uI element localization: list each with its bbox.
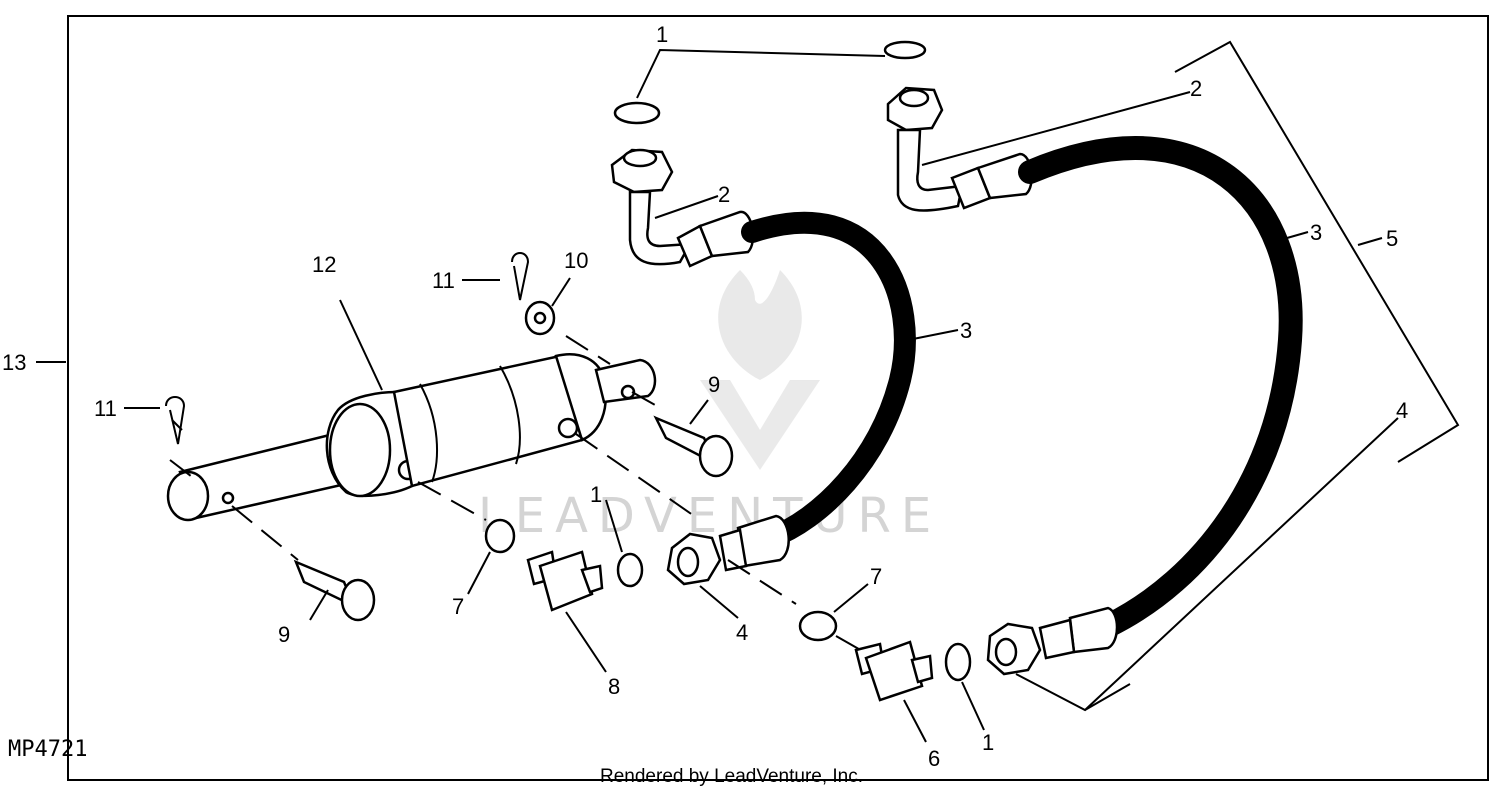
callout-3-right: 3 — [1310, 220, 1322, 245]
leader-9-lower — [309, 589, 329, 621]
callout-1-lower: 1 — [982, 730, 994, 755]
callout-1-middle: 1 — [590, 482, 602, 507]
leader-3-right — [1279, 231, 1309, 241]
diagram-frame — [67, 15, 1489, 781]
leader-1-lower — [961, 681, 985, 731]
o-ring-1-lower — [944, 642, 972, 682]
callout-8: 8 — [608, 674, 620, 699]
swivel-nut-4-left — [666, 532, 722, 586]
leader-8 — [565, 611, 607, 673]
dash-clip-11-lower — [169, 459, 197, 481]
credit-line: Rendered by LeadVenture, Inc. — [600, 766, 863, 787]
hair-pin-clip-11-upper — [511, 252, 530, 301]
washer-10-hole — [533, 311, 547, 325]
hose-end-fitting-right — [1038, 606, 1119, 660]
callout-3-left: 3 — [960, 318, 972, 343]
o-ring-7-right — [798, 610, 838, 642]
watermark-text: LEADVENTURE — [478, 488, 941, 544]
leader-2-left — [654, 195, 719, 219]
figure-id: MP4721 — [8, 737, 87, 762]
leader-4-left — [699, 585, 739, 619]
leader-1-middle — [605, 499, 623, 553]
hose-3-left — [741, 211, 916, 549]
callout-11-lower: 11 — [94, 396, 117, 421]
callout-13: 13 — [2, 350, 26, 375]
callout-4-left: 4 — [736, 620, 748, 645]
dash-port-right — [575, 433, 701, 521]
callout-10: 10 — [564, 248, 588, 273]
hose-3-right — [1018, 136, 1303, 637]
leader-9-upper — [689, 399, 709, 425]
hair-pin-clip-11-lower — [165, 396, 186, 445]
pin-9-lower — [293, 559, 376, 622]
dash-port-right-fitting — [835, 635, 865, 653]
dash-washer-10 — [565, 335, 611, 365]
bracket-assembly-5 — [1174, 40, 1460, 463]
dash-pin-9-lower — [231, 505, 299, 561]
leader-5 — [1357, 237, 1383, 246]
leader-10 — [551, 277, 571, 307]
callout-11-upper: 11 — [432, 268, 455, 293]
hydraulic-cylinder-12 — [166, 353, 657, 522]
callout-7-left: 7 — [452, 594, 464, 619]
elbow-adapter-6 — [854, 640, 934, 702]
leader-6 — [903, 699, 927, 743]
leader-12 — [339, 299, 383, 391]
leadventure-watermark-logo — [700, 270, 820, 470]
callout-4-right: 4 — [1396, 398, 1408, 423]
washer-1-top-left — [613, 101, 661, 125]
callout-2-right: 2 — [1190, 76, 1202, 101]
callout-5: 5 — [1386, 226, 1398, 251]
elbow-adapter-8 — [526, 550, 604, 612]
callout-2-left: 2 — [718, 182, 730, 207]
leader-7-right — [833, 583, 869, 613]
elbow-fitting-2-right — [886, 86, 1033, 212]
dash-port-left — [417, 481, 487, 521]
leader-1-top — [636, 48, 886, 99]
hose-end-fitting-left — [718, 514, 790, 572]
washer-1-top-right — [883, 40, 927, 60]
callout-6: 6 — [928, 746, 940, 771]
bracket-lower-arm — [1084, 683, 1131, 711]
pin-9-upper — [653, 415, 734, 478]
callout-1-top: 1 — [656, 22, 668, 47]
callout-9-lower: 9 — [278, 622, 290, 647]
leader-7-left — [467, 551, 491, 595]
swivel-nut-4-right — [986, 622, 1042, 676]
o-ring-1-middle — [616, 552, 644, 588]
callout-12: 12 — [312, 252, 336, 277]
callout-9-upper: 9 — [708, 372, 720, 397]
leader-3-left — [907, 329, 959, 341]
elbow-fitting-2-left — [610, 148, 755, 268]
callout-7-right: 7 — [870, 564, 882, 589]
o-ring-7-left — [484, 518, 516, 554]
leader-2-right — [921, 91, 1191, 166]
dash-pin-9-upper — [631, 391, 665, 411]
dash-port-right-lower — [727, 559, 797, 605]
